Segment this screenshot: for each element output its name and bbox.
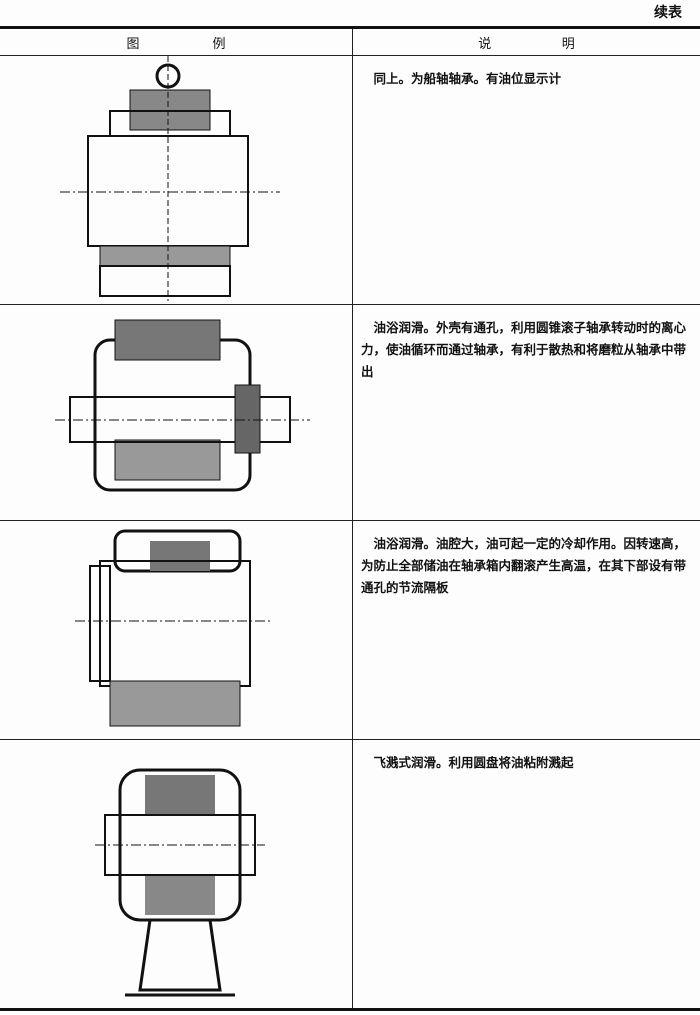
bearing-drawing-4: [95, 768, 265, 997]
header-desc-2: 明: [561, 36, 575, 52]
figure-cell: [0, 56, 353, 304]
figure-cell: [0, 305, 353, 520]
table-row: 油浴润滑。油腔大，油可起一定的冷却作用。因转速高，为防止全部储油在轴承箱内翻滚产…: [0, 521, 700, 740]
row-description: 油浴润滑。油腔大，油可起一定的冷却作用。因转速高，为防止全部储油在轴承箱内翻滚产…: [361, 536, 687, 595]
table-row: 油浴润滑。外壳有通孔，利用圆锥滚子轴承转动时的离心力，使油循环而通过轴承，有利于…: [0, 305, 700, 521]
table-row: 飞溅式润滑。利用圆盘将油粘附溅起: [0, 740, 700, 1011]
row-description: 油浴润滑。外壳有通孔，利用圆锥滚子轴承转动时的离心力，使油循环而通过轴承，有利于…: [361, 320, 687, 379]
row-description: 同上。为船轴轴承。有油位显示计: [373, 71, 562, 86]
continued-label: 续表: [654, 5, 682, 21]
figure-cell: [0, 521, 353, 739]
figure-cell: [0, 740, 353, 1008]
header-figure-2: 例: [212, 36, 226, 52]
header-desc-1: 说: [478, 36, 492, 52]
bearing-drawing-1: [60, 56, 280, 301]
bearing-drawing-3: [75, 529, 270, 727]
bearing-drawing-2: [55, 319, 310, 492]
header-figure-1: 图: [126, 36, 140, 52]
table-header: 图例 说明: [0, 29, 700, 56]
table-row: 同上。为船轴轴承。有油位显示计: [0, 56, 700, 305]
lubrication-table: 图 例 说 明 同上。为船轴轴承。有油位显示计: [0, 26, 700, 1011]
row-description: 飞溅式润滑。利用圆盘将油粘附溅起: [373, 755, 574, 770]
